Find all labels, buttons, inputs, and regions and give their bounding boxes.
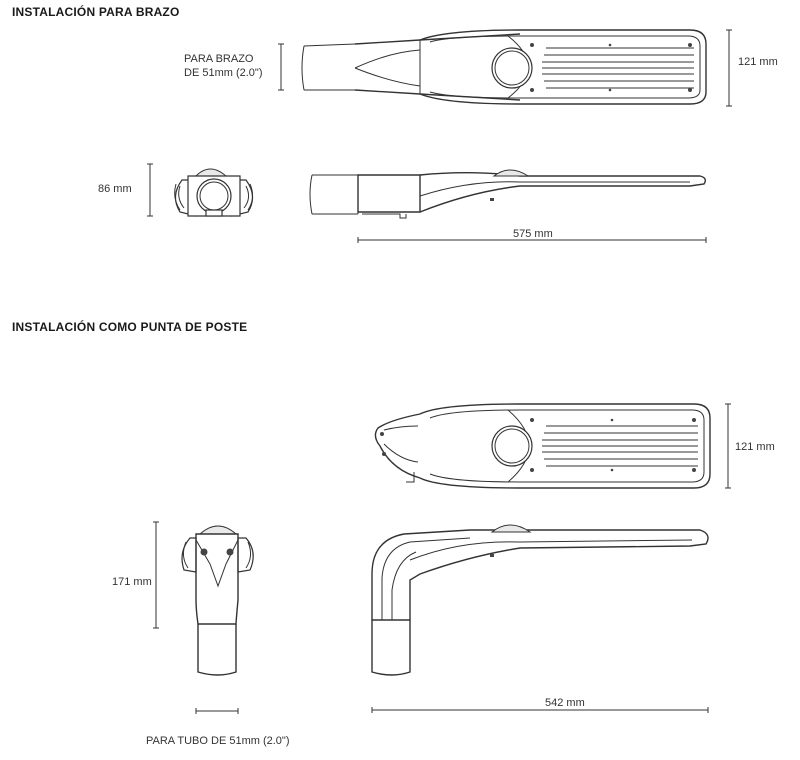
post-length-label: 542 mm [545,697,585,709]
arm-end-height-dimension [147,163,153,217]
arm-bracket-label: PARA BRAZO DE 51mm (2.0") [184,52,262,80]
arm-top-fins [542,47,694,89]
post-length-dimension [371,707,709,713]
post-end-height-label: 171 mm [112,576,152,588]
post-top-height-dimension [725,403,731,489]
post-top-view [374,403,711,489]
arm-length-label: 575 mm [513,228,553,240]
arm-top-view [301,29,707,105]
post-tube-dimension [195,708,239,714]
post-end-height-dimension [153,521,159,629]
post-side-view [371,524,709,676]
section-title-post: INSTALACIÓN COMO PUNTA DE POSTE [12,320,248,334]
arm-length-dimension [357,237,707,243]
arm-top-height-dimension [726,29,732,107]
arm-bracket-dimension [278,43,284,91]
arm-bracket-label-line1: PARA BRAZO [184,53,254,65]
arm-bracket-label-line2: DE 51mm (2.0") [184,67,263,79]
post-end-view [181,525,254,676]
section-title-arm: INSTALACIÓN PARA BRAZO [12,5,180,19]
arm-end-view [174,168,254,217]
post-top-fins [542,425,698,467]
arm-top-height-label: 121 mm [738,56,778,68]
post-tube-label: PARA TUBO DE 51mm (2.0") [146,735,290,747]
arm-end-height-label: 86 mm [98,183,132,195]
arm-side-view [309,169,707,219]
post-top-height-label: 121 mm [735,441,775,453]
